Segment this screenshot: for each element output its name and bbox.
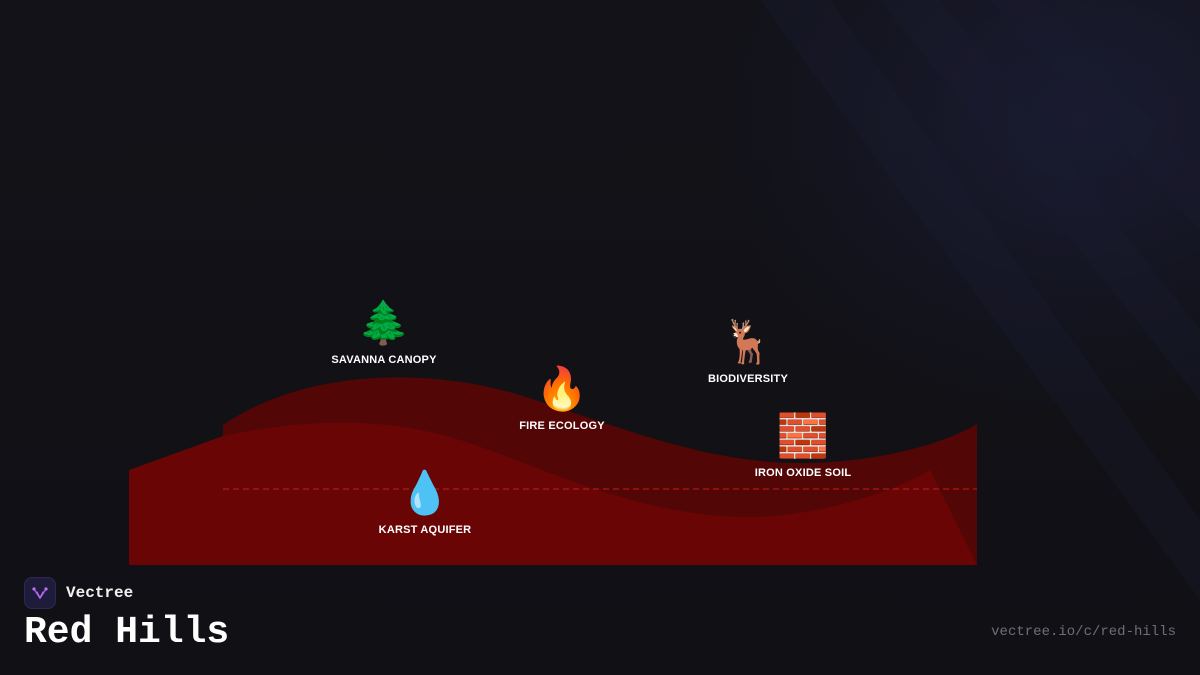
deer-icon: 🦌 — [721, 317, 775, 366]
feature-savanna-canopy: 🌲 SAVANNA CANOPY — [331, 298, 436, 366]
feature-label: FIRE ECOLOGY — [519, 420, 605, 432]
page-title: Red Hills — [24, 611, 230, 654]
page-url-link[interactable]: vectree.io/c/red-hills — [991, 624, 1176, 640]
feature-label: BIODIVERSITY — [707, 373, 789, 385]
terrain-front-layer — [129, 422, 977, 565]
feature-fire-ecology: 🔥 FIRE ECOLOGY — [519, 364, 605, 432]
feature-biodiversity: 🦌 BIODIVERSITY — [708, 317, 788, 385]
brand-name: Vectree — [66, 584, 134, 602]
brand: Vectree — [24, 577, 133, 609]
brick-icon: 🧱 — [776, 411, 830, 460]
feature-iron-oxide-soil: 🧱 IRON OXIDE SOIL — [755, 411, 852, 479]
water-droplet-icon: 💧 — [398, 468, 452, 517]
feature-karst-aquifer: 💧 KARST AQUIFER — [379, 468, 472, 536]
feature-label: KARST AQUIFER — [378, 524, 472, 536]
vectree-logo-icon — [24, 577, 56, 609]
feature-label: SAVANNA CANOPY — [331, 354, 437, 366]
feature-label: IRON OXIDE SOIL — [754, 467, 852, 479]
fire-icon: 🔥 — [535, 364, 589, 413]
evergreen-tree-icon: 🌲 — [357, 298, 411, 347]
